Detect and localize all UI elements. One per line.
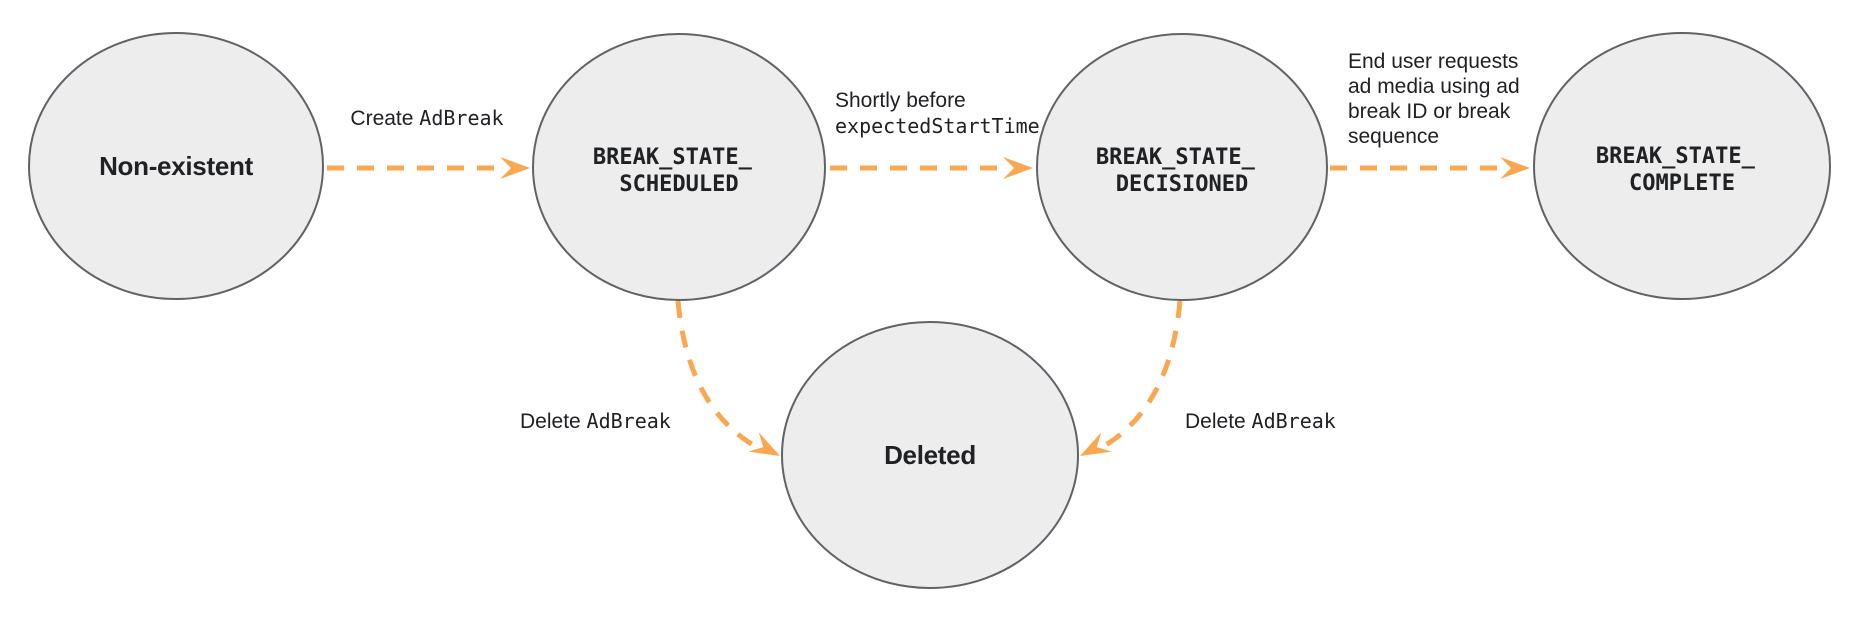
arrowhead-icon bbox=[500, 157, 530, 179]
transition-label-line3: break ID or break bbox=[1348, 100, 1511, 123]
transition-label-end-user-requests: End user requests ad media using ad brea… bbox=[1348, 50, 1525, 148]
transition-label-code: AdBreak bbox=[1252, 409, 1336, 433]
state-label-line1: BREAK_STATE_ bbox=[1096, 145, 1256, 170]
state-circle bbox=[28, 32, 324, 300]
transition-label-line4: sequence bbox=[1348, 125, 1439, 148]
state-node-non-existent: Non-existent bbox=[28, 32, 324, 300]
state-label: BREAK_STATE_ DECISIONED bbox=[1096, 145, 1268, 197]
arrowhead-icon bbox=[748, 432, 780, 456]
arrowhead-icon bbox=[1500, 157, 1530, 179]
transition-label-line2: ad media using ad bbox=[1348, 75, 1520, 98]
state-label: Non-existent bbox=[99, 151, 254, 181]
transition-label-text: Shortly before bbox=[835, 89, 966, 112]
transition-label-text: Delete bbox=[520, 410, 587, 433]
state-label: Deleted bbox=[884, 440, 976, 470]
state-circle bbox=[532, 33, 826, 301]
transition-label-code: expectedStartTime bbox=[835, 114, 1040, 138]
transition-label-text: Create bbox=[350, 107, 419, 130]
state-node-break-state-complete: BREAK_STATE_ COMPLETE bbox=[1533, 32, 1831, 300]
state-circle bbox=[1036, 33, 1328, 301]
transition-label-delete-adbreak-right: Delete AdBreak bbox=[1185, 409, 1336, 433]
dashed-curve-line bbox=[675, 300, 762, 452]
transition-label-text: Delete bbox=[1185, 410, 1252, 433]
state-node-break-state-decisioned: BREAK_STATE_ DECISIONED bbox=[1036, 33, 1328, 301]
transition-label-delete-adbreak-left: Delete AdBreak bbox=[520, 409, 671, 433]
state-node-break-state-scheduled: BREAK_STATE_ SCHEDULED bbox=[532, 33, 826, 301]
state-circle bbox=[781, 321, 1079, 589]
state-label: BREAK_STATE_ SCHEDULED bbox=[593, 145, 765, 197]
dashed-curve-line bbox=[1097, 300, 1183, 452]
transition-label-shortly-before: Shortly before expectedStartTime bbox=[835, 89, 1040, 138]
state-label: BREAK_STATE_ COMPLETE bbox=[1596, 144, 1768, 196]
transition-shortly-before-arrow bbox=[830, 157, 1033, 179]
state-circle bbox=[1533, 32, 1831, 300]
state-label-line2: DECISIONED bbox=[1116, 172, 1248, 197]
state-label-line1: BREAK_STATE_ bbox=[593, 145, 753, 170]
state-node-deleted: Deleted bbox=[781, 321, 1079, 589]
transition-label-line1: End user requests bbox=[1348, 50, 1518, 73]
transition-create-adbreak-arrow bbox=[327, 157, 530, 179]
arrowhead-icon bbox=[1080, 432, 1112, 456]
state-label-line1: BREAK_STATE_ bbox=[1596, 144, 1756, 169]
transition-delete-scheduled-arrow bbox=[675, 300, 780, 456]
state-label-line2: COMPLETE bbox=[1629, 171, 1735, 196]
state-label-line2: SCHEDULED bbox=[619, 172, 738, 197]
transition-label-code: AdBreak bbox=[419, 106, 503, 130]
transition-end-user-requests-arrow bbox=[1330, 157, 1530, 179]
transition-label-code: AdBreak bbox=[587, 409, 671, 433]
transition-delete-decisioned-arrow bbox=[1080, 300, 1183, 456]
transition-label-create-adbreak: Create AdBreak bbox=[350, 106, 503, 130]
arrowhead-icon bbox=[1003, 157, 1033, 179]
